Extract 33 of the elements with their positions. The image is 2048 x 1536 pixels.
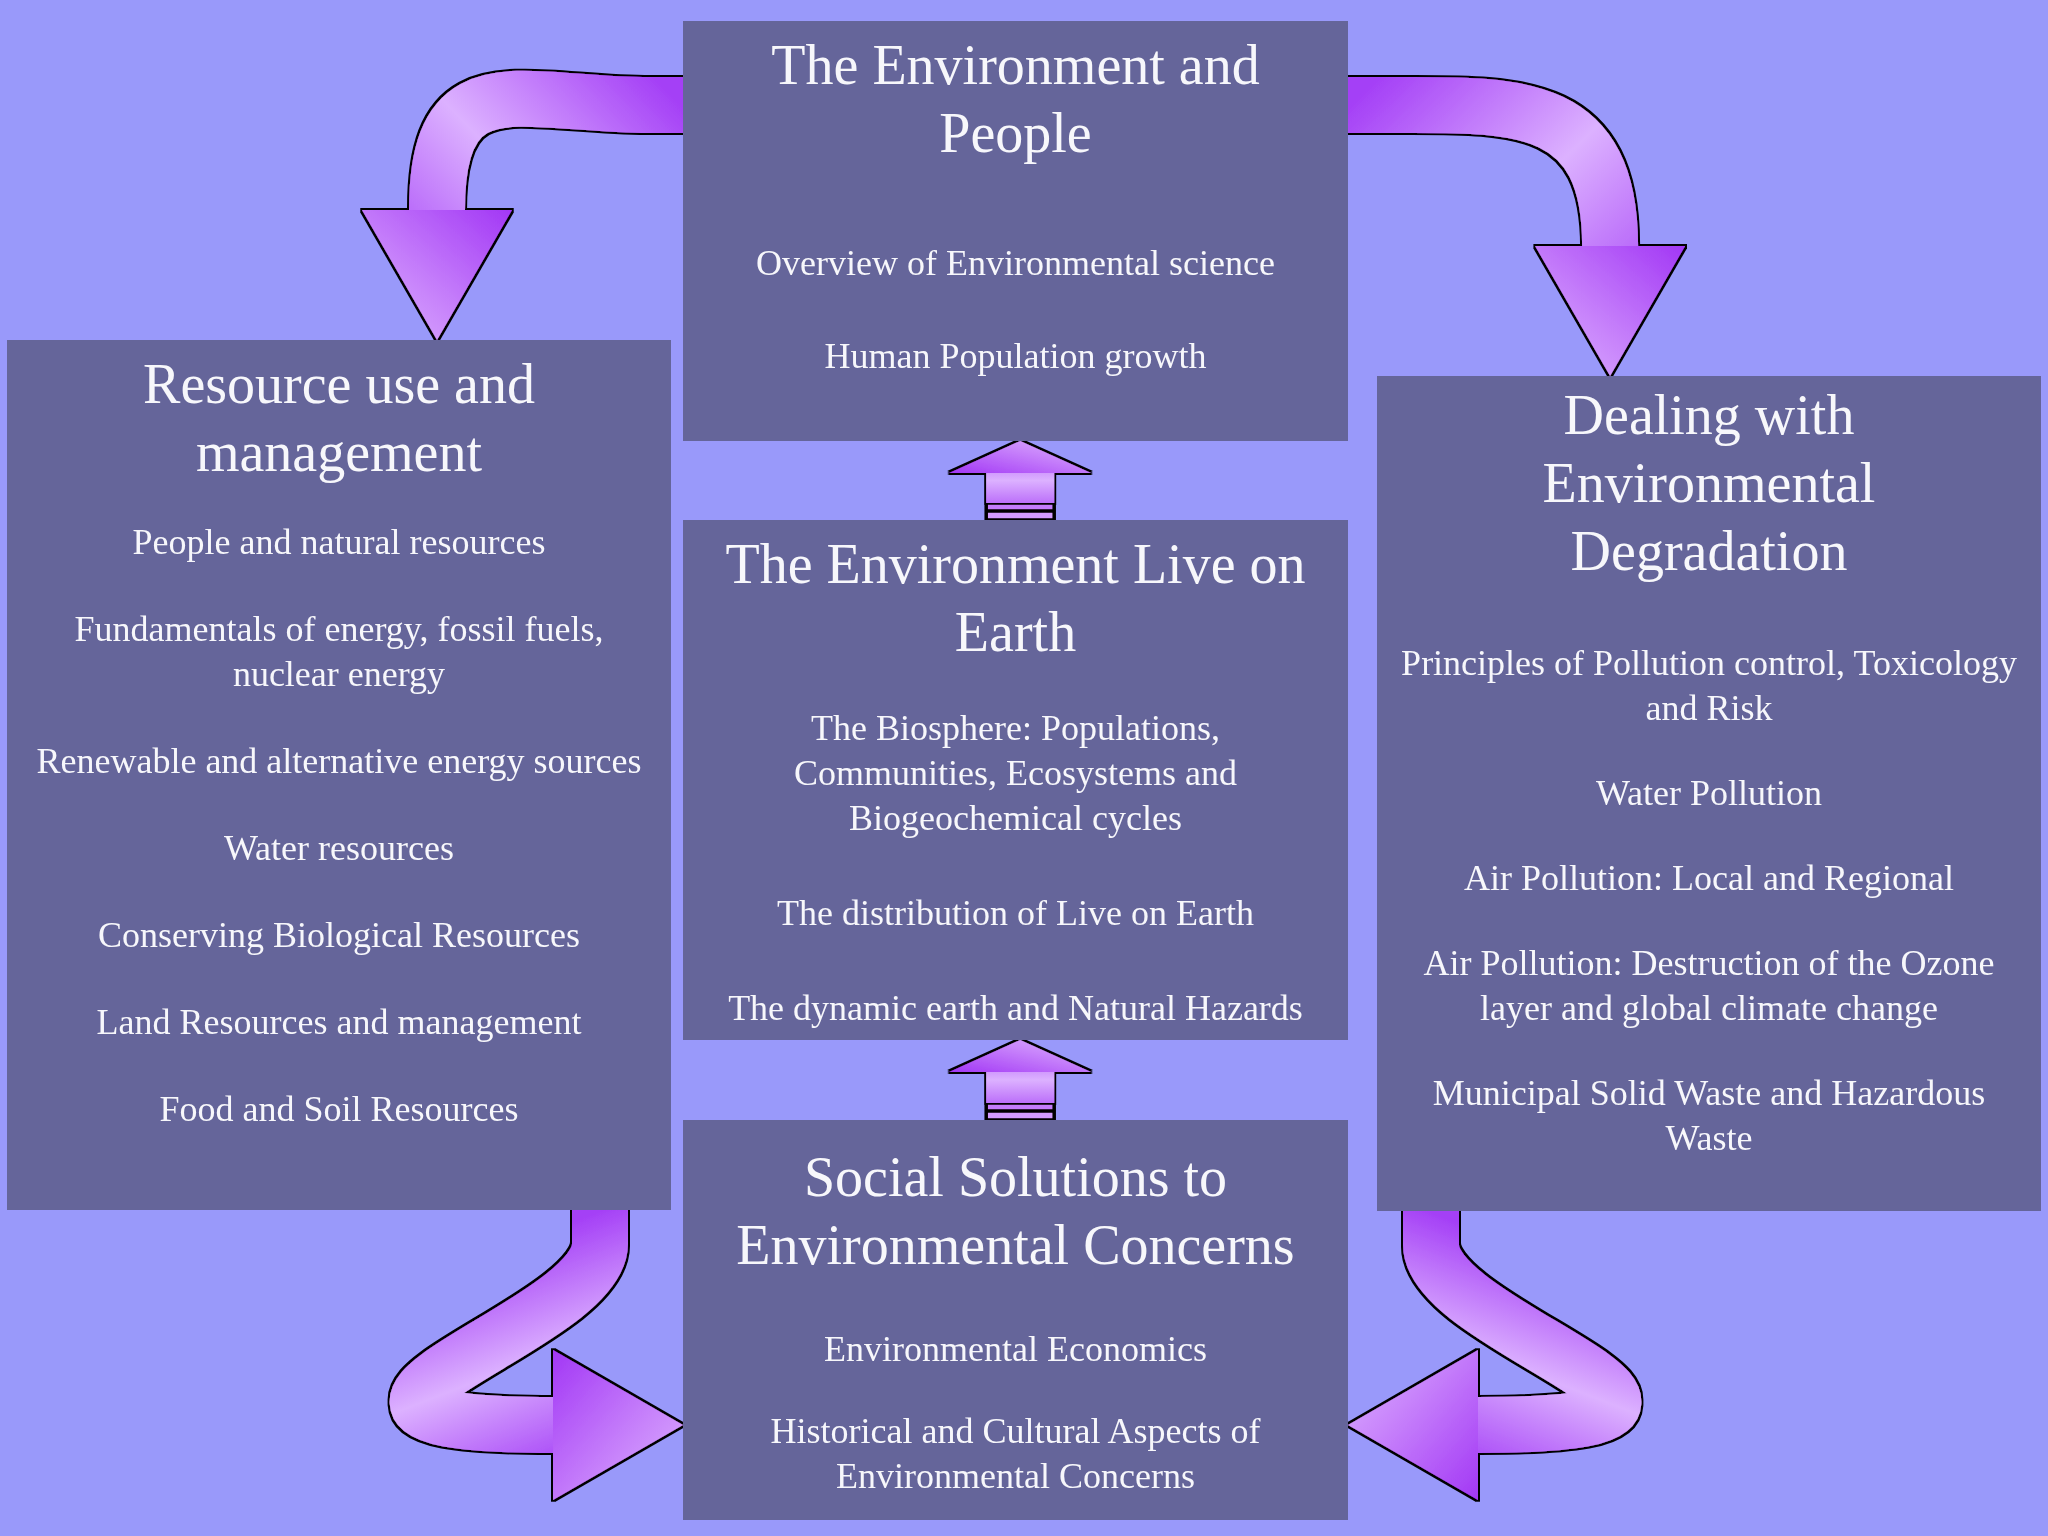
topic-item: Land Resources and management [96,1001,582,1044]
topic-item: Renewable and alternative energy sources [36,740,642,783]
topic-item: The distribution of Live on Earth [777,892,1254,935]
block-arrow [949,1040,1092,1120]
topic-item: The dynamic earth and Natural Hazards [728,987,1303,1030]
topic-item: Human Population growth [824,335,1207,378]
topic-item: Principles of Pollution control, Toxicology and Risk [1400,642,2018,730]
topic-heading: The Environment Live on Earth [724,532,1307,665]
topic-box [683,520,1348,1040]
topic-heading: Resource use and management [142,352,536,485]
topic-item: The Biosphere: Populations, Communities, Ecosystems and Biogeochemical cycles [793,707,1238,840]
topic-item: Municipal Solid Waste and Hazardous Waste [1431,1072,1987,1160]
curved-arrow [1348,1211,1640,1500]
topic-item: Fundamentals of energy, fossil fuels, nuclear energy [73,608,605,696]
curved-arrow [391,1210,683,1500]
topic-item: Conserving Biological Resources [98,914,580,957]
block-arrow [949,441,1092,520]
topic-box [683,21,1348,441]
topic-box [683,1120,1348,1520]
topic-item: Water resources [224,827,454,870]
topic-item: Air Pollution: Destruction of the Ozone layer and global climate change [1422,942,1996,1030]
topic-box [7,340,671,1210]
topic-item: Overview of Environmental science [756,242,1275,285]
topic-item: Water Pollution [1595,772,1823,815]
topic-heading: The Environment and People [770,33,1261,166]
topic-item: People and natural resources [132,521,546,564]
topic-item: Food and Soil Resources [159,1088,519,1131]
topic-heading: Social Solutions to Environmental Concerns [735,1145,1296,1278]
topic-item: Environmental Economics [824,1328,1207,1371]
topic-heading: Dealing with Environmental Degradation [1541,383,1877,584]
topic-box [1377,376,2041,1211]
topic-item: Air Pollution: Local and Regional [1464,857,1954,900]
topic-item: Historical and Cultural Aspects of Environmental Concerns [769,1410,1262,1498]
